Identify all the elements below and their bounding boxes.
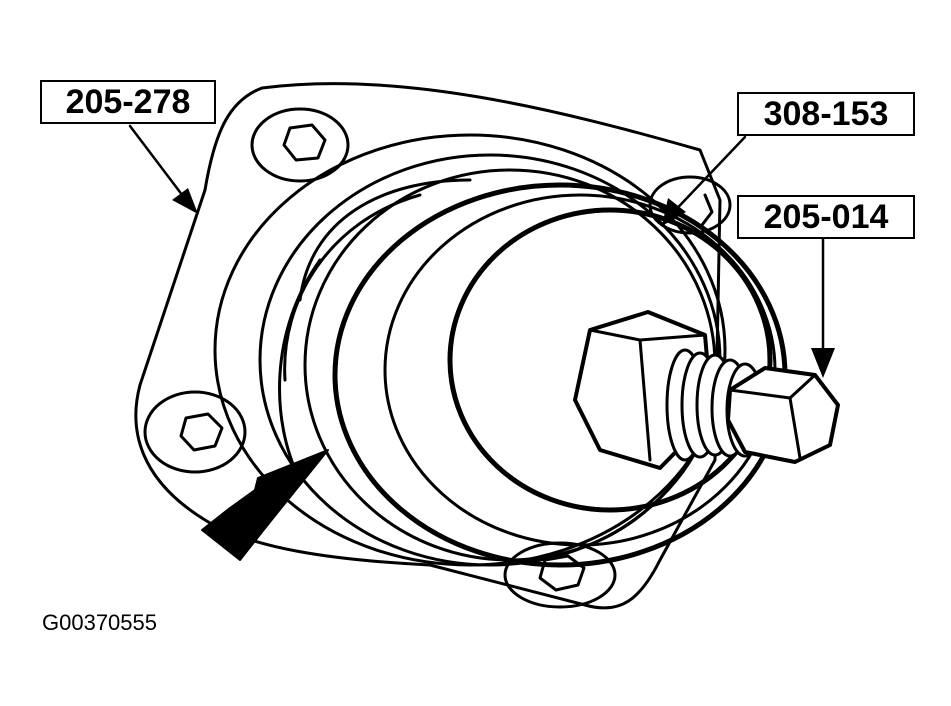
bolt-boss-top-right — [648, 175, 732, 235]
leader-205-014 — [811, 235, 835, 378]
bolt-boss-top-left — [250, 107, 350, 183]
small-hex-nut — [726, 366, 840, 464]
figure-id: G00370555 — [42, 610, 157, 635]
direction-arrow — [201, 449, 329, 561]
callout-205-278: 205-278 — [40, 80, 216, 124]
tool-cylinder-face — [447, 207, 773, 513]
callout-308-153: 308-153 — [737, 92, 915, 136]
callout-205-014: 205-014 — [737, 195, 915, 239]
leader-205-278 — [128, 124, 198, 214]
hub-ring-6 — [278, 258, 322, 482]
hub-ring-4 — [298, 178, 472, 302]
leader-308-153 — [662, 135, 747, 226]
forcing-screw — [573, 310, 840, 470]
flange-plate — [134, 82, 722, 610]
bolt-boss-left — [143, 390, 247, 474]
